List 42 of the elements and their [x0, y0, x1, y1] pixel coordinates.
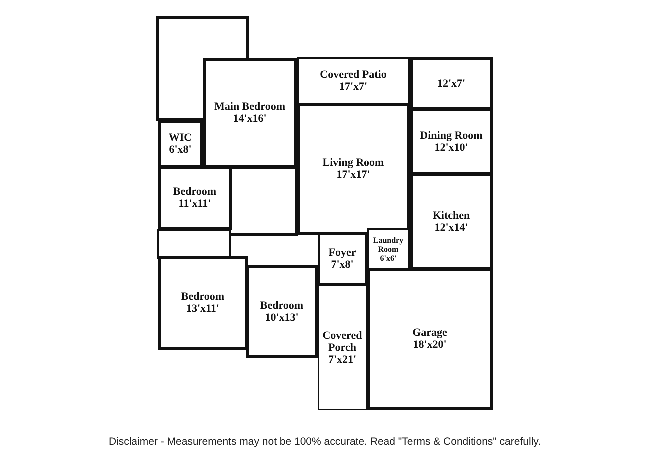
room-outline	[297, 103, 410, 235]
room-dimensions: 12'x14'	[434, 222, 468, 234]
room-name: Kitchen	[432, 210, 470, 222]
disclaimer-text: Disclaimer - Measurements may not be 100% accurate. Read "Terms & Conditions" carefully.	[108, 436, 542, 448]
room-dimensions: 6'x6'	[380, 254, 397, 262]
room-outline	[318, 285, 367, 410]
room-name: Foyer	[328, 247, 356, 259]
room-outline	[367, 228, 410, 270]
room-outline	[297, 57, 410, 105]
room-name: Living Room	[322, 157, 384, 169]
room-name: Bedroom	[173, 186, 217, 198]
room-name: Garage	[412, 327, 448, 339]
room-outline	[318, 233, 367, 285]
room-outline	[410, 108, 493, 175]
room-outline	[367, 268, 493, 410]
room-name: Covered Porch	[322, 330, 364, 354]
room-dimensions: 17'x17'	[336, 169, 370, 181]
room-dimensions: 14'x16'	[233, 113, 267, 125]
room-dimensions: 17'x7'	[339, 81, 368, 93]
room-name: WIC	[168, 132, 192, 144]
room-outline	[246, 265, 318, 358]
room-outline	[158, 120, 203, 168]
room-dimensions: 12'x10'	[434, 142, 468, 154]
room-dimensions: 7'x21'	[328, 354, 357, 366]
room-outline	[158, 166, 232, 230]
room-name: Laundry Room	[372, 236, 405, 254]
room-outline	[410, 57, 493, 110]
room-dimensions: 6'x8'	[169, 144, 192, 156]
room-outline	[158, 256, 248, 350]
room-name: Covered Patio	[320, 69, 387, 81]
room-dimensions: 11'x11'	[178, 198, 212, 210]
room-dimensions: 13'x11'	[186, 303, 220, 315]
room-name: Bedroom	[181, 291, 225, 303]
room-name: Bedroom	[260, 300, 304, 312]
room-dimensions: 10'x13'	[265, 312, 299, 324]
room-name: Main Bedroom	[214, 101, 286, 113]
room-outline	[203, 58, 297, 168]
room-dimensions: 18'x20'	[413, 339, 447, 351]
room-name: Dining Room	[420, 130, 483, 142]
room-dimensions: 12'x7'	[437, 78, 466, 90]
room-dimensions: 7'x8'	[331, 259, 354, 271]
room-outline	[410, 173, 493, 270]
